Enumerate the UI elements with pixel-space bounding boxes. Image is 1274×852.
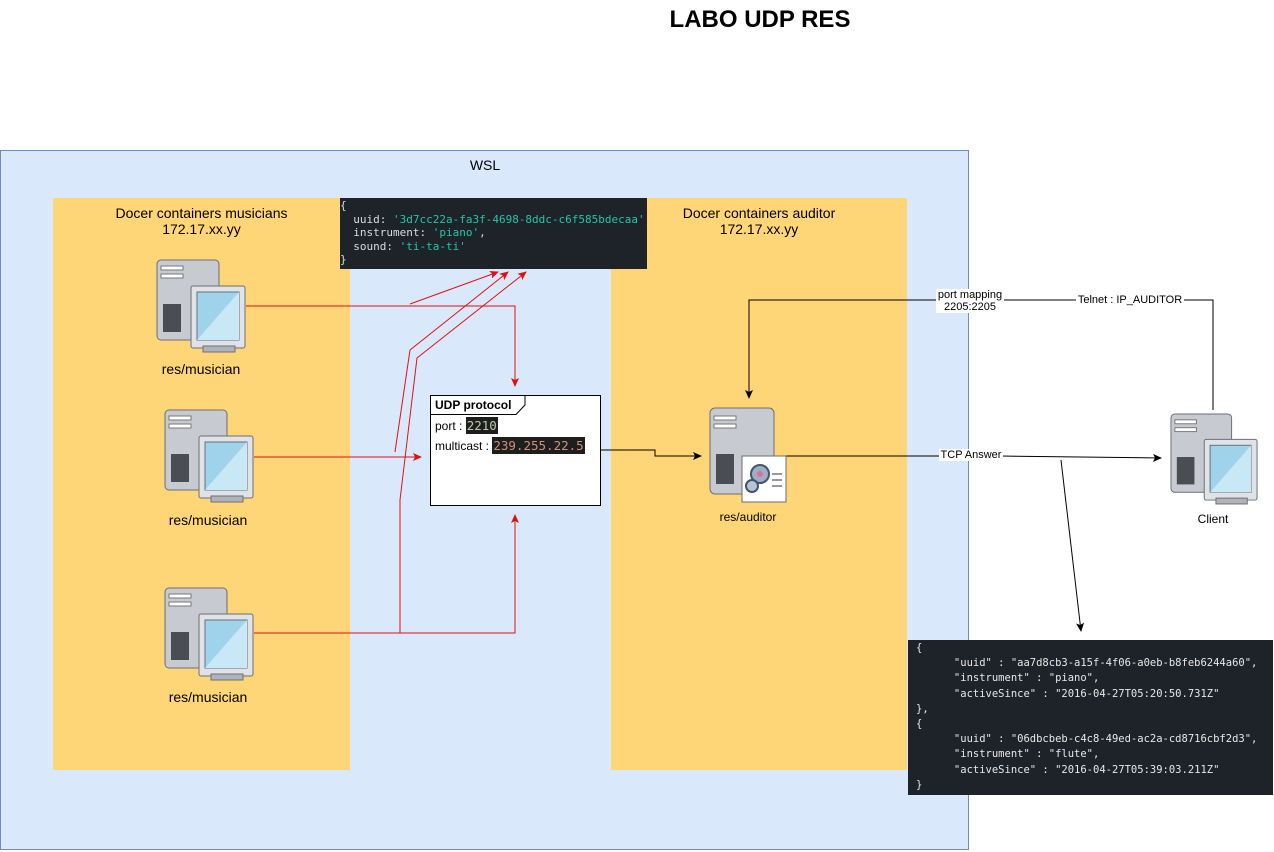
response-line: "instrument" : "flute", (916, 748, 1100, 761)
udp-multicast-value: 239.255.22.5 (492, 437, 585, 454)
udp-title-tab (430, 395, 526, 415)
udp-port-label: port : (435, 419, 466, 433)
computer-icon (156, 259, 246, 353)
musician3-to-message-arrow (399, 271, 527, 633)
musician1-to-message-arrow (409, 270, 499, 305)
tcp-answer-label: TCP Answer (939, 449, 1003, 461)
response-line: "instrument" : "piano", (916, 672, 1100, 685)
musician1-to-udp-arrow (246, 305, 519, 387)
port-mapping-text: port mapping (937, 289, 1003, 301)
musician-label: res/musician (168, 512, 248, 528)
auditor-label: res/auditor (719, 510, 777, 524)
server-gears-icon (709, 407, 787, 503)
musicians-zone-name: Docer containers musicians (115, 205, 288, 221)
wsl-label: WSL (469, 157, 501, 173)
client-label: Client (1197, 512, 1229, 526)
telnet-arrow (745, 299, 1214, 410)
message-json-block: { uuid: '3d7cc22a-fa3f-4698-8ddc-c6f585b… (340, 198, 647, 269)
computer-icon (1170, 413, 1258, 505)
telnet-label: Telnet : IP_AUDITOR (1076, 294, 1184, 306)
json-instrument-line: instrument: 'piano', (340, 226, 486, 239)
json-uuid-line: uuid: '3d7cc22a-fa3f-4698-8ddc-c6f585bde… (340, 212, 647, 226)
response-line: "activeSince" : "2016-04-27T05:39:03.211… (916, 763, 1220, 776)
auditor-zone-name: Docer containers auditor (682, 205, 836, 221)
response-line: } (916, 778, 923, 791)
computer-icon (164, 587, 254, 681)
musician3-to-udp-arrow (254, 514, 519, 634)
diagram-title: LABO UDP RES (669, 6, 851, 33)
udp-protocol-title: UDP protocol (435, 398, 512, 412)
json-open-brace: { (340, 199, 347, 212)
response-json-block: { "uuid" : "aa7d8cb3-a15f-4f06-a0eb-b8fe… (908, 640, 1273, 795)
computer-icon (164, 409, 254, 503)
musician-label: res/musician (161, 361, 241, 377)
response-line: { (916, 718, 923, 731)
response-line: }, (916, 702, 929, 715)
json-sound-line: sound: 'ti-ta-ti' (340, 239, 466, 253)
udp-to-auditor-arrow (601, 449, 702, 460)
auditor-zone-title: Docer containers auditor 172.17.xx.yy (611, 205, 907, 237)
musician2-to-message-arrow (394, 271, 509, 453)
json-close-brace: } (340, 253, 347, 266)
response-line: "uuid" : "aa7d8cb3-a15f-4f06-a0eb-b8feb6… (916, 657, 1258, 670)
musicians-zone-ip: 172.17.xx.yy (162, 221, 241, 237)
udp-multicast-label: multicast : (435, 439, 493, 453)
musicians-zone-title: Docer containers musicians 172.17.xx.yy (53, 205, 350, 237)
port-mapping-label: port mapping 2205:2205 (936, 289, 1004, 313)
response-line: { (916, 642, 923, 654)
musician-label: res/musician (168, 689, 248, 705)
udp-multicast-row: multicast : 239.255.22.5 (435, 437, 585, 454)
udp-port-value: 2210 (465, 417, 498, 434)
response-line: "activeSince" : "2016-04-27T05:20:50.731… (916, 687, 1220, 700)
auditor-zone-ip: 172.17.xx.yy (719, 221, 799, 237)
response-line: "uuid" : "06dbcbeb-c4c8-49ed-ac2a-cd8716… (916, 733, 1258, 746)
port-mapping-ports: 2205:2205 (944, 301, 996, 313)
tcp-to-response-arrow (1060, 459, 1085, 632)
udp-port-row: port : 2210 (435, 417, 498, 434)
